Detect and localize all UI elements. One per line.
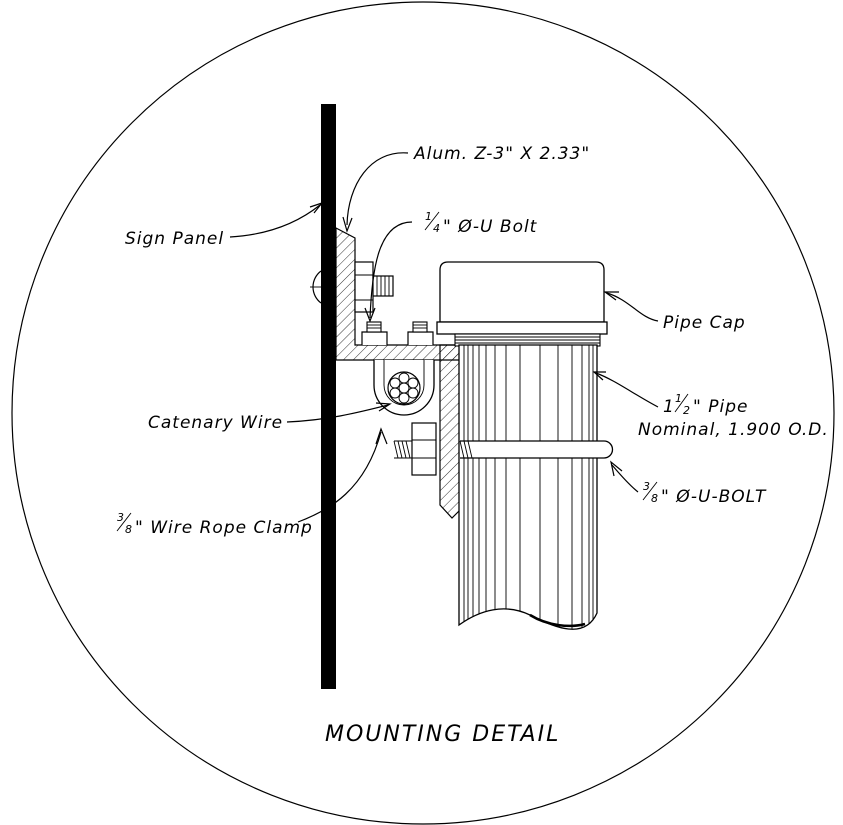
svg-text:2: 2 [683,404,691,417]
label-three-eighth-u-bolt: 3 8 " Ø-U-BOLT [642,480,767,507]
svg-text:" Wire Rope Clamp: " Wire Rope Clamp [135,518,313,538]
three-eighth-u-bolt [459,440,614,459]
svg-text:1: 1 [675,392,683,405]
svg-text:3: 3 [643,480,651,493]
svg-text:1: 1 [663,397,675,417]
svg-text:4: 4 [433,222,441,235]
alum-z-bracket [335,227,461,519]
svg-text:" Pipe: " Pipe [693,397,748,417]
label-pipe: 1 1 2 " Pipe [663,392,748,417]
svg-text:" Ø-U Bolt: " Ø-U Bolt [443,217,538,237]
leader-lines [229,152,659,523]
label-sign-panel: Sign Panel [125,229,224,249]
catenary-wire-strands [387,371,421,405]
label-alum-z: Alum. Z-3" X 2.33" [413,144,590,164]
detail-circle [11,1,835,825]
label-quarter-u-bolt: 1 4 " Ø-U Bolt [424,210,538,237]
svg-text:3: 3 [117,511,125,524]
svg-text:8: 8 [125,523,133,536]
svg-text:8: 8 [651,492,659,505]
svg-text:1: 1 [425,210,433,223]
upper-bolt-nut [354,261,394,313]
pipe-cap [436,261,608,335]
pipe-threads [454,333,601,347]
sign-panel-plate [321,104,336,689]
label-catenary-wire: Catenary Wire [148,413,283,433]
pipe-body [458,344,598,630]
label-pipe-cap: Pipe Cap [663,313,746,333]
label-pipe-nominal: Nominal, 1.900 O.D. [638,420,829,440]
svg-text:" Ø-U-BOLT: " Ø-U-BOLT [661,487,767,507]
wire-rope-clamp-nut [393,422,437,476]
catenary-u-bolt [373,360,435,416]
label-wire-rope-clamp: 3 8 " Wire Rope Clamp [116,511,313,538]
drawing-title: MOUNTING DETAIL [325,722,560,747]
quarter-u-bolt-nuts [361,321,434,345]
